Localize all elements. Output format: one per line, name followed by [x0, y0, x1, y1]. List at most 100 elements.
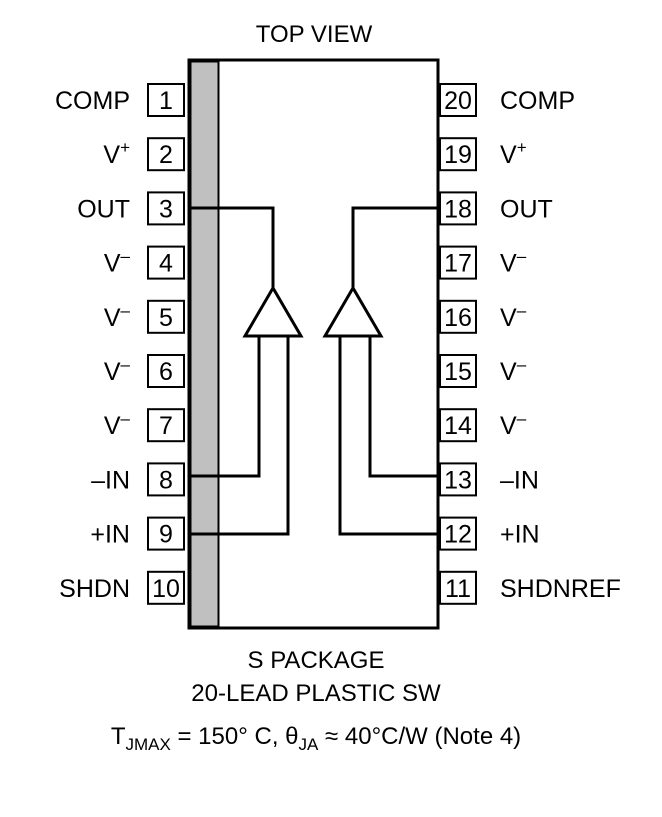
pin-number: 7 [159, 412, 173, 440]
pin-superscript: – [121, 301, 131, 320]
pin-label: V– [104, 247, 131, 278]
theta-symbol: θ [285, 723, 298, 750]
pin-superscript: – [121, 355, 131, 374]
pin-box [147, 408, 185, 443]
pin-name: V [104, 304, 121, 332]
pin-number: 6 [159, 358, 173, 386]
pin1-stripe [189, 60, 220, 628]
pin-label: OUT [77, 195, 130, 223]
right-pin-12: 12 +IN [439, 516, 540, 551]
pin-name: V [500, 412, 517, 440]
pin-box [439, 408, 477, 443]
pin-name: V [104, 412, 121, 440]
pin-superscript: – [517, 355, 527, 374]
pin-number: 9 [159, 521, 173, 549]
pin-label: –IN [91, 466, 130, 494]
pin-label: V– [500, 409, 527, 440]
right-output-trace [351, 206, 438, 288]
left-inverting-trace [189, 336, 261, 478]
pin-box [147, 83, 185, 117]
pin-name: OUT [77, 195, 130, 223]
pin-label: OUT [500, 195, 553, 223]
pin-name: OUT [500, 195, 553, 223]
right-pin-13: 13 –IN [439, 462, 539, 497]
pin-name: V [500, 304, 517, 332]
left-op-amp [189, 206, 304, 536]
pin-superscript: + [120, 138, 130, 157]
pin-number: 16 [444, 304, 472, 332]
right-op-amp [322, 206, 438, 536]
pin-box [439, 137, 477, 172]
pin-superscript: + [517, 138, 527, 157]
pin-box [147, 299, 185, 334]
pin-box [147, 245, 185, 280]
pin-box [147, 570, 185, 605]
pin-box [439, 516, 477, 551]
pin-name: SHDN [59, 575, 130, 603]
pin-box [439, 299, 477, 334]
pin-name: COMP [55, 87, 130, 115]
package-body [187, 58, 440, 630]
left-amp-triangle [242, 285, 304, 338]
pin-number: 14 [444, 412, 472, 440]
theta-subscript: JA [299, 735, 320, 754]
pin-label: V– [104, 355, 131, 386]
left-pin-10: 10 SHDN [59, 570, 185, 605]
pin-number: 1 [159, 87, 173, 115]
top-view-label: TOP VIEW [256, 21, 373, 48]
pin-box [439, 245, 477, 280]
pin-number: 13 [444, 466, 472, 494]
pin-number: 4 [159, 250, 173, 278]
tjmax-subscript: JMAX [125, 735, 170, 754]
pin-name: V [500, 358, 517, 386]
pin-name: V [500, 250, 517, 278]
pin-box [147, 137, 185, 172]
left-pin-4: 4 V– [104, 245, 185, 280]
pin-name: V [500, 141, 517, 169]
left-pin-2: 2V+ [103, 137, 185, 172]
pin-box [439, 83, 477, 117]
right-pin-14: 14 V– [439, 408, 527, 443]
pin-number: 12 [444, 521, 472, 549]
pin-name: V [103, 141, 120, 169]
pin-label: +IN [500, 521, 540, 549]
tjmax-symbol: T [111, 723, 126, 750]
pin-label: –IN [500, 466, 539, 494]
pin-box [147, 516, 185, 551]
pin-number: 15 [444, 358, 472, 386]
theta-value: ≈ 40°C/W (Note 4) [318, 723, 521, 750]
pin-number: 8 [159, 466, 173, 494]
pin-box [439, 462, 477, 497]
pin-name: +IN [500, 521, 540, 549]
pin-number: 11 [445, 575, 471, 603]
pin-number: 17 [444, 250, 472, 278]
left-pin-9: 9 +IN [90, 516, 185, 551]
lead-count-label: 20-LEAD PLASTIC SW [191, 680, 441, 707]
pin-label: V+ [103, 138, 130, 169]
pin-name: –IN [91, 466, 130, 494]
pin-superscript: – [517, 409, 527, 428]
pin-label: SHDN [59, 575, 130, 603]
pin-number: 10 [152, 575, 180, 603]
pin-name: +IN [90, 521, 130, 549]
pin-superscript: – [121, 409, 131, 428]
tjmax-value: = 150° C, [171, 723, 285, 750]
left-pin-7: 7 V– [104, 408, 185, 443]
pin-label: COMP [55, 87, 130, 115]
pin-name: V [104, 358, 121, 386]
pin-superscript: – [121, 247, 131, 266]
pin-box [439, 191, 477, 226]
left-output-trace [189, 206, 275, 288]
pin-name: COMP [500, 87, 575, 115]
pin-label: V+ [500, 138, 527, 169]
left-pin-5: 5V– [104, 299, 185, 334]
left-pin-8: 8 –IN [91, 462, 185, 497]
pin-label: +IN [90, 521, 130, 549]
